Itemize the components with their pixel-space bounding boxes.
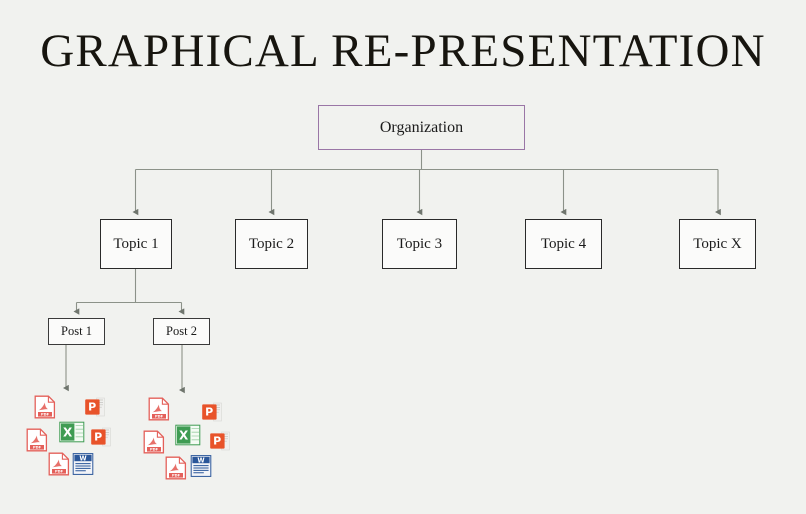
svg-text:PDF: PDF [55, 470, 64, 474]
pdf-file-icon[interactable]: PDF [26, 428, 48, 452]
page-title: GRAPHICAL RE-PRESENTATION [40, 25, 766, 77]
svg-text:P: P [88, 401, 96, 414]
post-node-1[interactable]: Post 1 [48, 318, 105, 345]
svg-text:P: P [213, 435, 221, 448]
topic-node-4[interactable]: Topic 4 [525, 219, 602, 269]
svg-text:P: P [94, 431, 102, 444]
svg-text:PDF: PDF [150, 448, 159, 452]
powerpoint-file-icon[interactable]: P [201, 400, 223, 424]
topic-node-label: Topic 1 [113, 235, 159, 252]
powerpoint-file-icon[interactable]: P [90, 425, 112, 449]
topic-node-2[interactable]: Topic 2 [235, 219, 308, 269]
svg-text:PDF: PDF [155, 415, 164, 419]
svg-text:X: X [179, 429, 189, 443]
svg-text:PDF: PDF [41, 413, 50, 417]
pdf-file-icon[interactable]: PDF [148, 397, 170, 421]
svg-text:P: P [205, 406, 213, 419]
svg-text:PDF: PDF [172, 474, 181, 478]
post-node-label: Post 1 [61, 324, 92, 338]
svg-text:W: W [79, 455, 87, 463]
pdf-file-icon[interactable]: PDF [34, 395, 56, 419]
svg-text:PDF: PDF [33, 446, 42, 450]
topic-node-label: Topic X [693, 235, 742, 252]
svg-text:X: X [63, 426, 73, 440]
topic-node-label: Topic 4 [540, 235, 587, 252]
excel-file-icon[interactable]: X [175, 424, 201, 446]
pdf-file-icon[interactable]: PDF [48, 452, 70, 476]
word-file-icon[interactable]: W [72, 452, 94, 476]
post-node-2[interactable]: Post 2 [153, 318, 210, 345]
excel-file-icon[interactable]: X [59, 421, 85, 443]
topic-node-label: Topic 3 [396, 235, 443, 252]
topic-node-x[interactable]: Topic X [679, 219, 756, 269]
topic-node-1[interactable]: Topic 1 [100, 219, 172, 269]
pdf-file-icon[interactable]: PDF [165, 456, 187, 480]
topic-node-3[interactable]: Topic 3 [382, 219, 457, 269]
powerpoint-file-icon[interactable]: P [209, 429, 231, 453]
pdf-file-icon[interactable]: PDF [143, 430, 165, 454]
svg-text:W: W [197, 457, 205, 465]
org-node-organization[interactable]: Organization [318, 105, 525, 150]
word-file-icon[interactable]: W [190, 454, 212, 478]
powerpoint-file-icon[interactable]: P [84, 395, 106, 419]
post-node-label: Post 2 [166, 324, 197, 338]
topic-node-label: Topic 2 [248, 235, 295, 252]
org-node-label: Organization [379, 118, 464, 136]
